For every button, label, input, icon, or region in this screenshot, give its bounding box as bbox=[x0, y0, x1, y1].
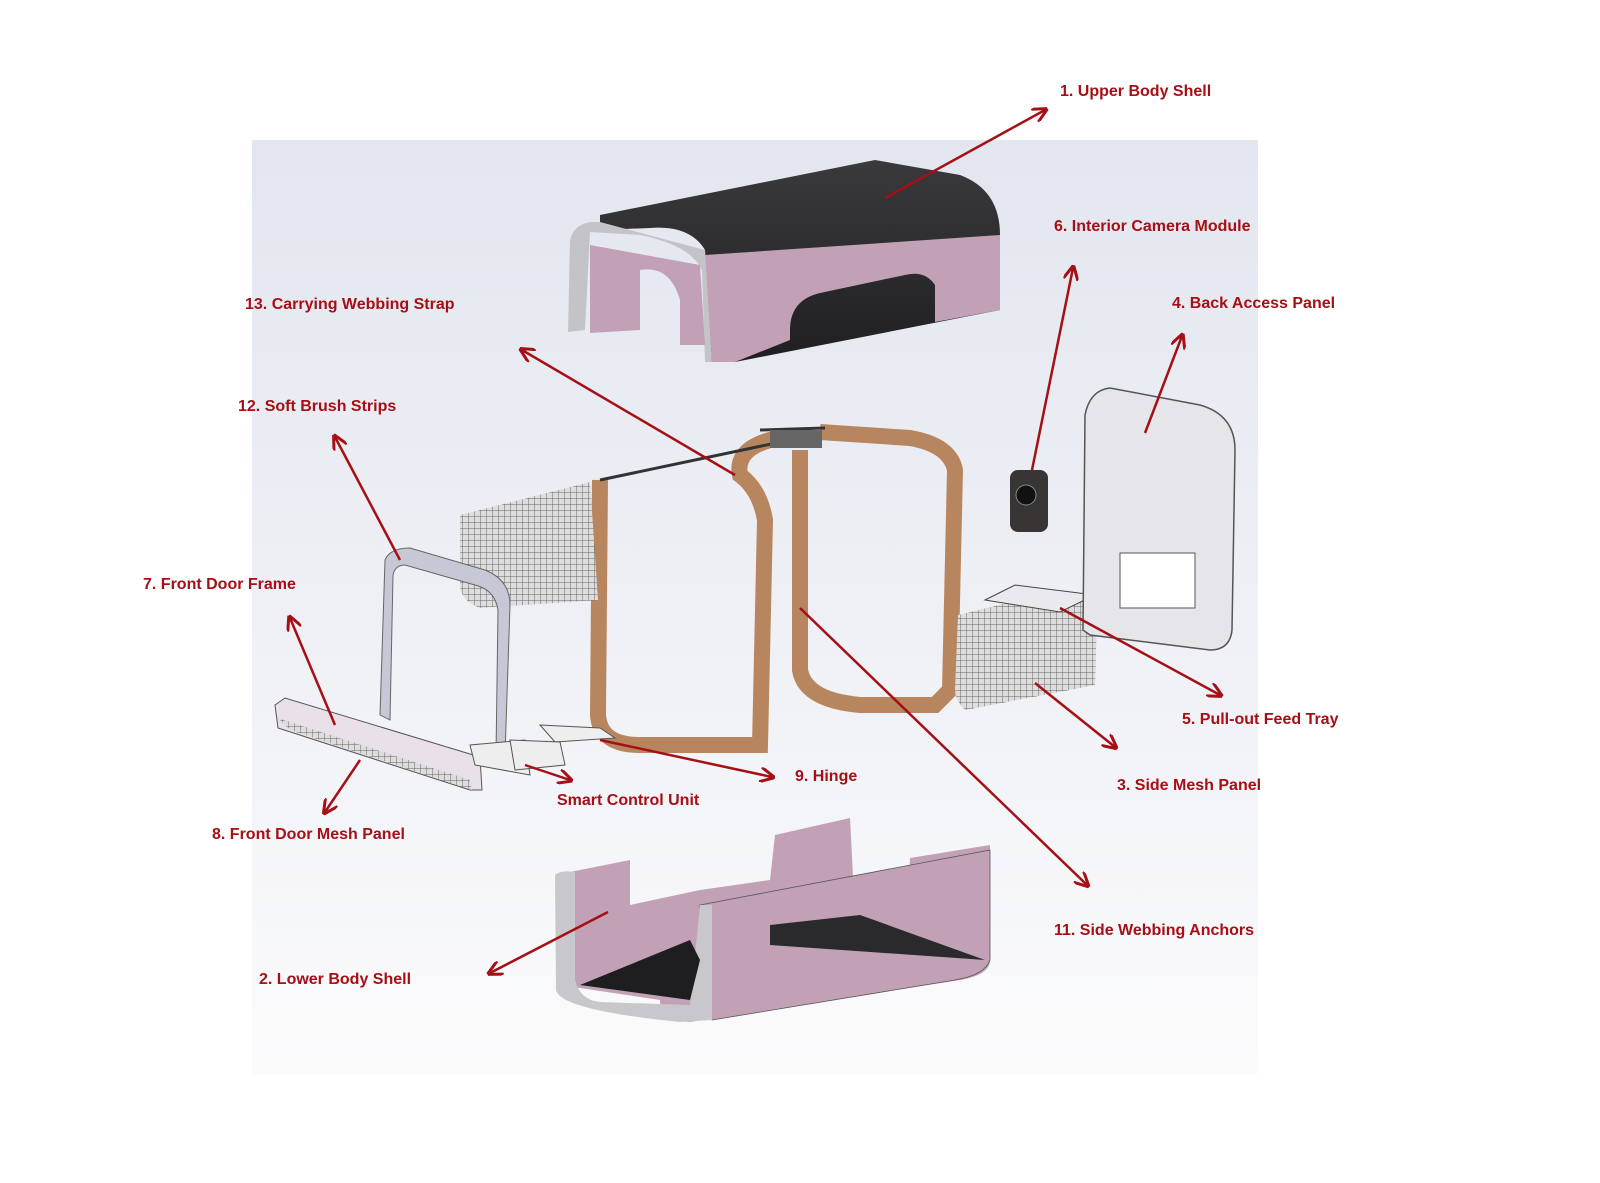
label-camera-module: 6. Interior Camera Module bbox=[1054, 218, 1251, 235]
front-door-frame-part bbox=[379, 547, 511, 756]
label-side-webbing-anchors: 11. Side Webbing Anchors bbox=[1054, 922, 1255, 939]
arrow-side-webbing-anchors bbox=[799, 607, 1087, 885]
arrow-back-access-panel bbox=[1143, 336, 1182, 434]
label-hinge: 9. Hinge bbox=[795, 768, 858, 785]
arrow-front-door-frame bbox=[290, 618, 337, 726]
arrow-feed-tray bbox=[1059, 606, 1220, 695]
arrow-side-mesh-panel bbox=[1034, 682, 1115, 747]
arrow-upper-body-shell bbox=[884, 110, 1045, 200]
arrow-soft-brush-strips bbox=[335, 437, 402, 561]
arrow-camera-module bbox=[1030, 268, 1073, 471]
lower-body-shell-part bbox=[555, 818, 991, 1022]
label-side-mesh-panel: 3. Side Mesh Panel bbox=[1117, 777, 1262, 794]
label-upper-body-shell: 1. Upper Body Shell bbox=[1060, 83, 1212, 100]
arrow-lower-body-shell bbox=[490, 910, 609, 973]
front-door-mesh-part bbox=[274, 697, 483, 791]
arrow-front-door-mesh bbox=[325, 759, 362, 812]
label-feed-tray: 5. Pull-out Feed Tray bbox=[1182, 711, 1339, 728]
strap-buckle bbox=[770, 430, 822, 448]
upper-body-shell-part bbox=[568, 160, 1000, 362]
back-access-panel-part bbox=[1082, 387, 1236, 651]
arrow-hinge bbox=[599, 738, 772, 777]
arrow-smart-control-unit bbox=[524, 763, 570, 780]
label-soft-brush-strips: 12. Soft Brush Strips bbox=[238, 398, 397, 415]
label-front-door-frame: 7. Front Door Frame bbox=[143, 576, 296, 593]
camera-module-part bbox=[1010, 470, 1048, 532]
arrow-carrying-strap bbox=[522, 350, 736, 477]
label-lower-body-shell: 2. Lower Body Shell bbox=[259, 971, 412, 988]
label-front-door-mesh: 8. Front Door Mesh Panel bbox=[212, 826, 405, 843]
label-back-access-panel: 4. Back Access Panel bbox=[1172, 295, 1336, 312]
hinge-part bbox=[538, 724, 617, 743]
label-smart-control-unit: Smart Control Unit bbox=[557, 792, 700, 809]
label-carrying-strap: 13. Carrying Webbing Strap bbox=[245, 296, 455, 313]
side-mesh-panel-part bbox=[955, 590, 1097, 710]
hinge-plate bbox=[509, 739, 566, 771]
